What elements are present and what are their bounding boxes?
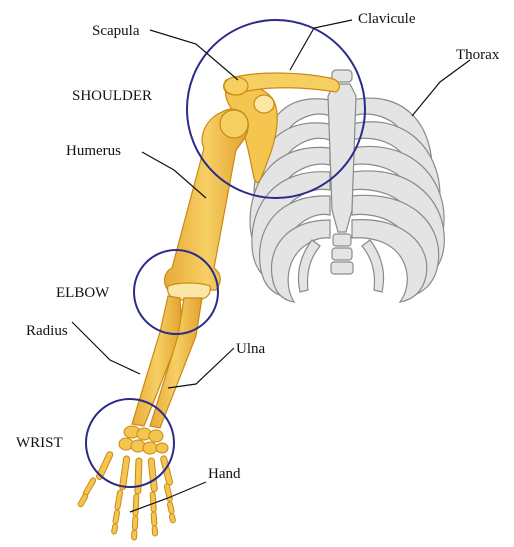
label-thorax: Thorax [456,48,499,63]
costal-cartilage [362,240,384,292]
label-scapula: Scapula [92,24,139,39]
thorax-leader [412,60,470,116]
label-clavicule: Clavicule [358,12,415,27]
label-hand: Hand [208,467,241,482]
hand-bones [77,426,176,540]
label-ulna: Ulna [236,342,265,357]
radius-leader [72,322,140,374]
thorax-ribcage [250,70,444,302]
sternum [328,84,356,232]
label-radius: Radius [26,324,68,339]
clavicule-leader [290,20,352,70]
label-humerus: Humerus [66,144,121,159]
vertebra [333,234,351,246]
vertebra [331,262,353,274]
label-elbow: ELBOW [56,286,109,301]
acromion [224,77,248,95]
vertebra [332,248,352,260]
label-wrist: WRIST [16,436,63,451]
label-shoulder: SHOULDER [72,89,152,104]
